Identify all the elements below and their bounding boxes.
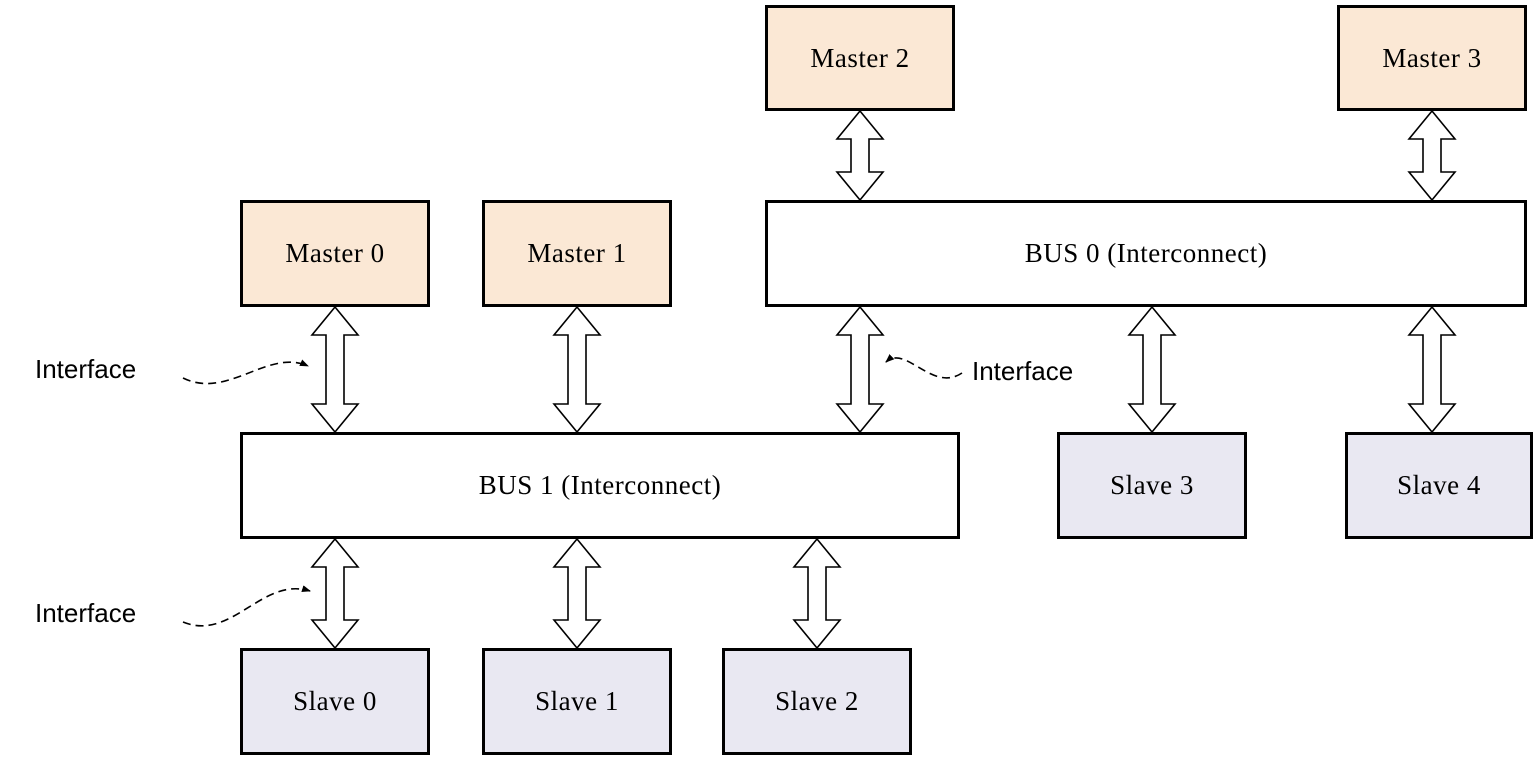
bus-connection-arrow (552, 537, 602, 650)
bus-connection-arrow (1127, 305, 1177, 434)
node-label: Slave 0 (293, 686, 377, 716)
bus-connection-arrow (552, 305, 602, 434)
node-label: Slave 1 (535, 686, 619, 716)
node-bus-0: BUS 0 (Interconnect) (765, 200, 1527, 307)
bus-connection-arrow (835, 109, 885, 202)
interface-leader-bottom-left (182, 585, 311, 627)
node-master-2: Master 2 (765, 5, 955, 111)
node-master-0: Master 0 (240, 200, 430, 307)
node-slave-2: Slave 2 (722, 648, 912, 755)
interface-leader-middle (885, 354, 963, 379)
node-slave-0: Slave 0 (240, 648, 430, 755)
bus-connection-arrow (310, 537, 360, 650)
node-label: Slave 4 (1397, 470, 1481, 500)
interface-label-bottom-left: Interface (35, 598, 137, 628)
interface-label-middle: Interface (972, 356, 1074, 386)
node-master-3: Master 3 (1337, 5, 1527, 111)
bus-connection-arrow (1407, 109, 1457, 202)
bus-connection-arrow (310, 305, 360, 434)
node-slave-3: Slave 3 (1057, 432, 1247, 539)
interface-label-top-left: Interface (35, 354, 137, 384)
node-label: Slave 3 (1110, 470, 1194, 500)
bus-connection-arrow (835, 305, 885, 434)
node-slave-4: Slave 4 (1345, 432, 1533, 539)
node-bus-1: BUS 1 (Interconnect) (240, 432, 960, 539)
node-master-1: Master 1 (482, 200, 672, 307)
node-slave-1: Slave 1 (482, 648, 672, 755)
interface-leader-top-left (182, 359, 309, 385)
node-label: BUS 0 (Interconnect) (1024, 238, 1268, 268)
node-label: Master 3 (1382, 42, 1482, 73)
bus-connection-arrow (1407, 305, 1457, 434)
node-label: Master 0 (285, 238, 385, 268)
node-label: Slave 2 (775, 686, 859, 716)
bus-connection-arrow (792, 537, 842, 650)
node-label: Master 1 (527, 238, 627, 268)
node-label: BUS 1 (Interconnect) (478, 470, 722, 500)
node-label: Master 2 (810, 42, 910, 73)
